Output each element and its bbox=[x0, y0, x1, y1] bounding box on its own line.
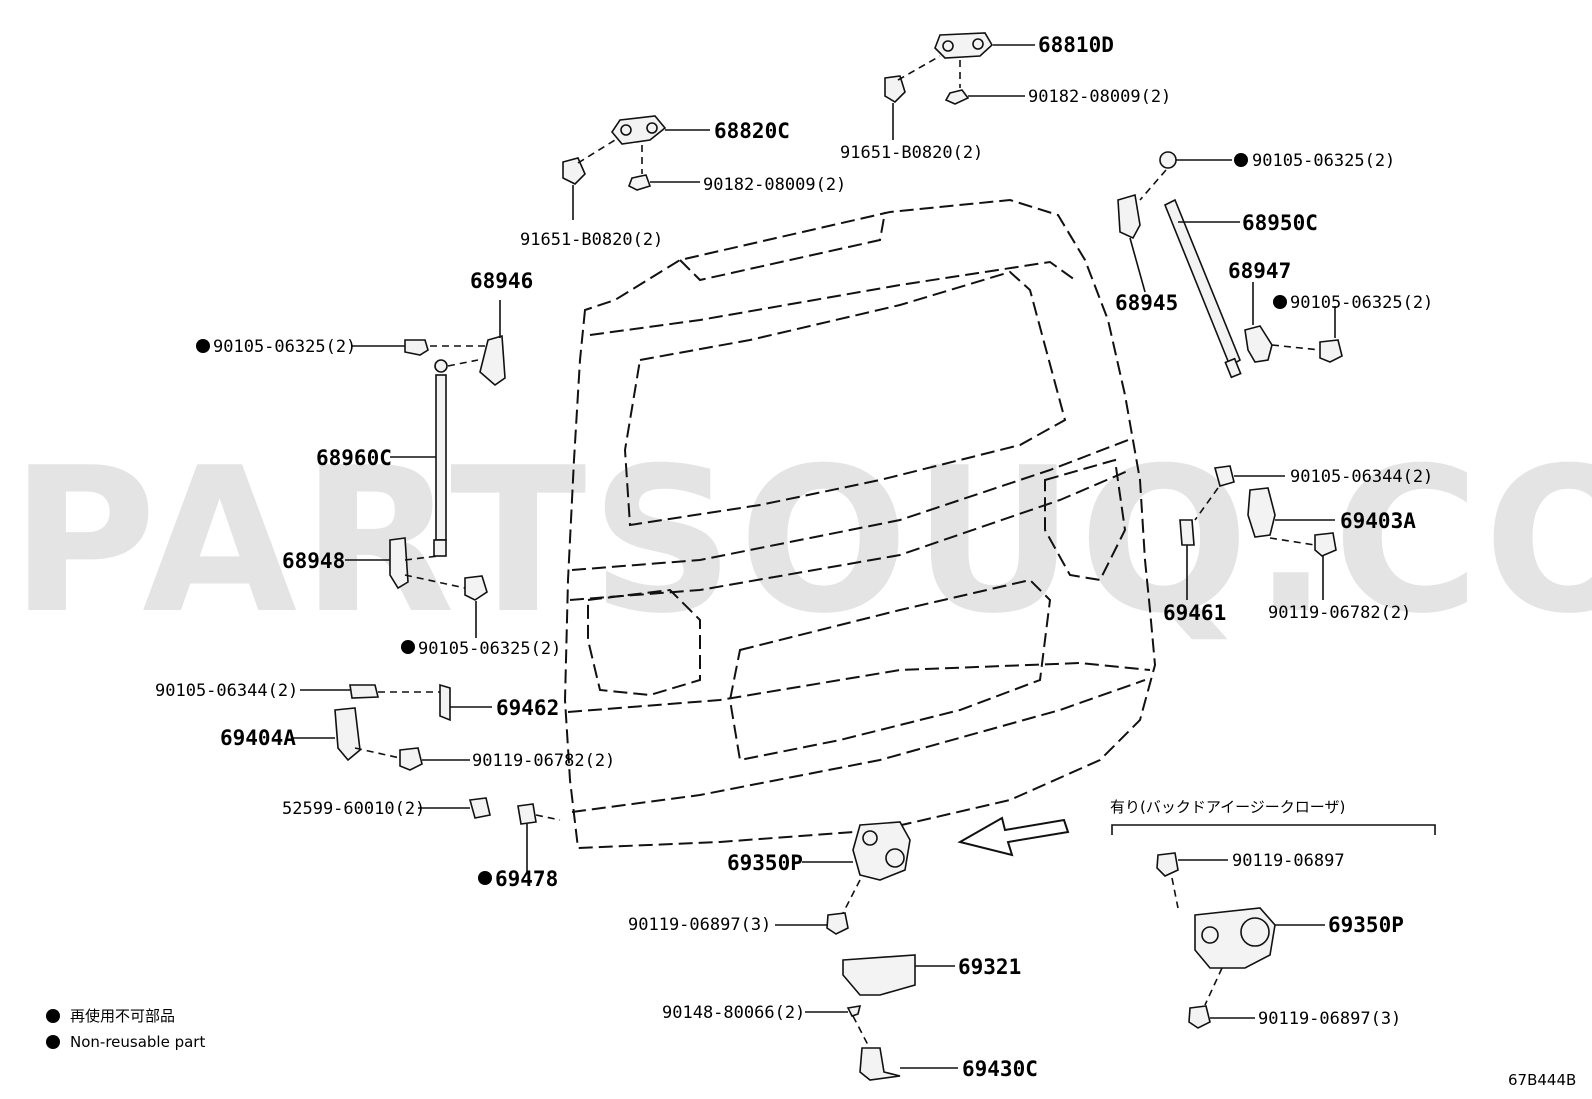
cushion-69478-cluster bbox=[418, 797, 561, 872]
label-90182-left: 90182-08009(2) bbox=[703, 175, 846, 195]
diagram-code: 67B444B bbox=[1508, 1071, 1576, 1089]
stay-68950c bbox=[1117, 151, 1343, 379]
label-68948: 68948 bbox=[282, 549, 345, 573]
label-68945: 68945 bbox=[1115, 291, 1178, 315]
back-door-panel bbox=[563, 198, 1157, 850]
label-68950c: 68950C bbox=[1242, 211, 1318, 235]
label-68810d: 68810D bbox=[1038, 33, 1114, 57]
label-68947: 68947 bbox=[1228, 259, 1291, 283]
label-90105-06344-left: 90105-06344(2) bbox=[155, 681, 298, 701]
label-69462: 69462 bbox=[496, 696, 559, 720]
label-90119-06897-opt-top: 90119-06897 bbox=[1232, 851, 1345, 871]
option-group-title: 有り(バックドアイージークローザ) bbox=[1110, 798, 1345, 816]
stay-68960c bbox=[345, 300, 506, 638]
label-90148: 90148-80066(2) bbox=[662, 1003, 805, 1023]
label-91651-top: 91651-B0820(2) bbox=[840, 143, 983, 163]
label-69430c: 69430C bbox=[962, 1057, 1038, 1081]
label-68820c: 68820C bbox=[714, 119, 790, 143]
label-90182-top: 90182-08009(2) bbox=[1028, 87, 1171, 107]
direction-arrow bbox=[957, 816, 1070, 857]
label-91651-left: 91651-B0820(2) bbox=[520, 230, 663, 250]
non-reusable-markers bbox=[46, 153, 1287, 1049]
label-90105-06325-right-top: 90105-06325(2) bbox=[1252, 151, 1395, 171]
label-90105-06325-left-bottom: 90105-06325(2) bbox=[418, 639, 561, 659]
label-90105-06325-right-mid: 90105-06325(2) bbox=[1290, 293, 1433, 313]
label-90119-06897-main: 90119-06897(3) bbox=[628, 915, 771, 935]
label-90119-06897-opt-bottom: 90119-06897(3) bbox=[1258, 1009, 1401, 1029]
handle-69321 bbox=[805, 954, 958, 1081]
label-69321: 69321 bbox=[958, 955, 1021, 979]
label-69350p-opt: 69350P bbox=[1328, 913, 1404, 937]
lock-69350p-main bbox=[775, 821, 911, 935]
legend-ja: 再使用不可部品 bbox=[70, 1007, 175, 1025]
label-69404a: 69404A bbox=[220, 726, 296, 750]
label-90119-06782-left: 90119-06782(2) bbox=[472, 751, 615, 771]
label-69403a: 69403A bbox=[1340, 509, 1416, 533]
hinge-68810d bbox=[884, 32, 1035, 140]
label-69350p-main: 69350P bbox=[727, 851, 803, 875]
label-68960c: 68960C bbox=[316, 446, 392, 470]
striker-69462-cluster bbox=[292, 683, 492, 771]
legend-en: Non-reusable part bbox=[70, 1033, 205, 1051]
label-52599: 52599-60010(2) bbox=[282, 799, 425, 819]
lock-69350p-option bbox=[1156, 852, 1325, 1029]
label-90105-06325-left-top: 90105-06325(2) bbox=[213, 337, 356, 357]
label-68946: 68946 bbox=[470, 269, 533, 293]
hinge-68820c bbox=[562, 115, 710, 220]
label-90105-06344-right: 90105-06344(2) bbox=[1290, 467, 1433, 487]
option-group-bracket bbox=[1111, 824, 1436, 835]
label-69478: 69478 bbox=[495, 867, 558, 891]
watermark: PARTSOUQ.COM bbox=[10, 425, 1592, 658]
label-90119-06782-right: 90119-06782(2) bbox=[1268, 603, 1411, 623]
label-69461: 69461 bbox=[1163, 601, 1226, 625]
lock-69403a-cluster bbox=[1179, 465, 1337, 600]
